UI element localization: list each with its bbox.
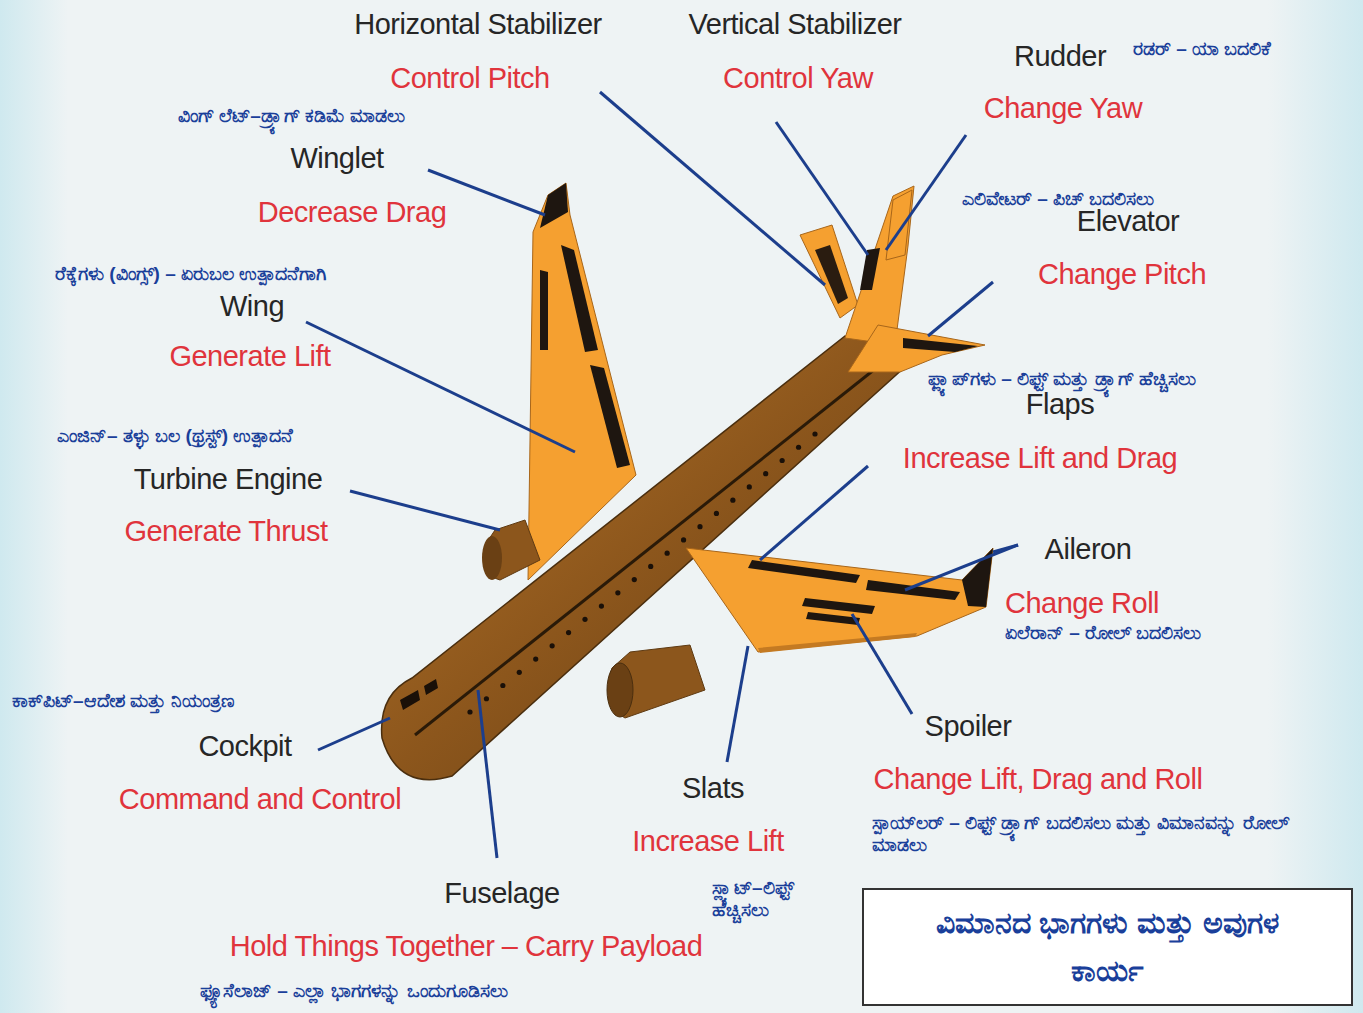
cabin-window <box>665 551 670 556</box>
cabin-window <box>812 431 817 436</box>
part-name: Turbine Engine <box>134 463 323 496</box>
function-label: Command and Control <box>119 783 401 816</box>
cabin-window <box>780 458 785 463</box>
cockpit-windows <box>400 679 438 710</box>
winglet <box>540 183 568 228</box>
title: ವಿಮಾನದ ಭಾಗಗಳು ಮತ್ತು ಅವುಗಳ ಕಾರ್ಯ <box>904 899 1311 995</box>
far-flap <box>590 365 630 468</box>
leader-line <box>306 322 575 452</box>
part-name: Flaps <box>1026 388 1094 421</box>
function-label: Change Lift, Drag and Roll <box>874 763 1203 796</box>
function-label: Control Yaw <box>723 62 873 95</box>
near-horizontal-stabilizer <box>848 325 985 372</box>
far-spoiler <box>540 270 548 350</box>
cabin-window <box>632 577 637 582</box>
fuselage-stripe <box>415 365 880 735</box>
part-name: Horizontal Stabilizer <box>354 8 601 41</box>
rudder-mark <box>860 248 880 290</box>
vertical-stabilizer <box>845 186 914 345</box>
leader-line <box>928 282 993 336</box>
part-name: Vertical Stabilizer <box>689 8 902 41</box>
kannada-label: ಎಂಜಿನ್– ತಳ್ಳು ಬಲ (ಥ್ರಸ್ಟ್) ಉತ್ಪಾದನೆ <box>57 425 293 447</box>
kannada-label: ಕಾಕ್‌ಪಿಟ್–ಆದೇಶ ಮತ್ತು ನಿಯಂತ್ರಣ <box>12 690 234 712</box>
rudder <box>886 190 912 260</box>
title-box: ವಿಮಾನದ ಭಾಗಗಳು ಮತ್ತು ಅವುಗಳ ಕಾರ್ಯ <box>862 888 1353 1006</box>
leader-line <box>886 135 966 250</box>
leader-line <box>350 491 500 530</box>
part-name: Winglet <box>290 142 383 175</box>
leader-line <box>318 718 390 750</box>
airplane <box>382 183 993 780</box>
far-engine-intake <box>482 536 502 580</box>
aileron <box>866 580 960 600</box>
leader-line <box>905 545 1018 590</box>
cabin-window <box>566 630 571 635</box>
leader-line <box>852 614 912 714</box>
cabin-window <box>730 498 735 503</box>
near-engine-intake <box>607 663 633 717</box>
cabin-window <box>747 484 752 489</box>
cabin-window <box>697 524 702 529</box>
cabin-window <box>615 590 620 595</box>
function-label: Generate Thrust <box>124 515 327 548</box>
kannada-label: ಏಲೆರಾನ್ – ರೋಲ್ ಬದಲಿಸಲು <box>1005 622 1201 644</box>
part-name: Elevator <box>1077 205 1179 238</box>
leader-line <box>600 92 825 285</box>
spoiler <box>802 598 875 625</box>
far-elevator <box>815 245 848 304</box>
function-label: Change Roll <box>1005 587 1159 620</box>
near-wing <box>686 548 993 652</box>
fuselage <box>382 336 906 780</box>
cabin-window <box>599 603 604 608</box>
kannada-label: ರಡರ್ – ಯಾ ಬದಲಿಕೆ <box>1133 38 1271 60</box>
kannada-label: ಸ್ಪಾಯ್‌ಲರ್ – ಲಿಫ್ಟ್ ಡ್ರ್ಯಾಗ್ ಬದಲಿಸಲು ಮತ್… <box>872 812 1312 856</box>
part-name: Aileron <box>1045 533 1132 566</box>
function-label: Change Yaw <box>984 92 1142 125</box>
kannada-label: ವಿಂಗ್ ಲೆಟ್–ಡ್ರ್ಯಾಗ್ ಕಡಿಮೆ ಮಾಡಲು <box>178 105 405 127</box>
cabin-window <box>648 564 653 569</box>
cabin-window <box>517 670 522 675</box>
function-label: Generate Lift <box>169 340 330 373</box>
kannada-label: ಫ್ಲ್ಯಾಪ್‌ಗಳು – ಲಿಫ್ಟ್ ಮತ್ತು ಡ್ರ್ಯಾಗ್ ಹೆಚ… <box>928 368 1196 390</box>
slats <box>758 633 917 653</box>
kannada-label: ರೆಕ್ಕೆಗಳು (ವಿಂಗ್ಸ್) – ಏರುಬಲ ಉತ್ಪಾದನೆಗಾಗಿ <box>55 263 326 285</box>
elevator <box>903 338 978 352</box>
cabin-window <box>533 656 538 661</box>
part-name: Slats <box>682 772 744 805</box>
part-name: Rudder <box>1014 40 1106 73</box>
leader-line <box>478 690 497 858</box>
cabin-window <box>550 643 555 648</box>
part-name: Spoiler <box>925 710 1012 743</box>
cabin-window <box>582 617 587 622</box>
function-label: Decrease Drag <box>258 196 447 229</box>
function-label: Increase Lift and Drag <box>903 442 1177 475</box>
part-name: Fuselage <box>444 877 559 910</box>
kannada-label: ಫ್ಯೂಸೆಲಾಜ್ – ಎಲ್ಲಾ ಭಾಗಗಳನ್ನು ಒಂದುಗೂಡಿಸಲು <box>200 980 508 1002</box>
part-name: Cockpit <box>198 730 291 763</box>
far-aileron <box>561 245 598 352</box>
cabin-window <box>500 683 505 688</box>
leader-line <box>727 646 748 762</box>
leader-line <box>760 466 868 560</box>
cabin-window <box>796 445 801 450</box>
function-label: Change Pitch <box>1038 258 1206 291</box>
cabin-window <box>763 471 768 476</box>
part-name: Wing <box>220 290 284 323</box>
cabin-window <box>484 696 489 701</box>
cabin-window <box>714 511 719 516</box>
leader-line <box>993 545 1018 552</box>
function-label: Increase Lift <box>632 825 783 858</box>
flaps <box>748 560 860 583</box>
kannada-label: ಸ್ಲ್ಯಾಟ್–ಲಿಫ್ಟ್ ಹೆಚ್ಚಿಸಲು <box>712 877 840 921</box>
function-label: Control Pitch <box>390 62 550 95</box>
function-label: Hold Things Together – Carry Payload <box>230 930 703 963</box>
cabin-window <box>681 537 686 542</box>
cabin-window <box>467 709 472 714</box>
leader-line <box>776 122 868 255</box>
